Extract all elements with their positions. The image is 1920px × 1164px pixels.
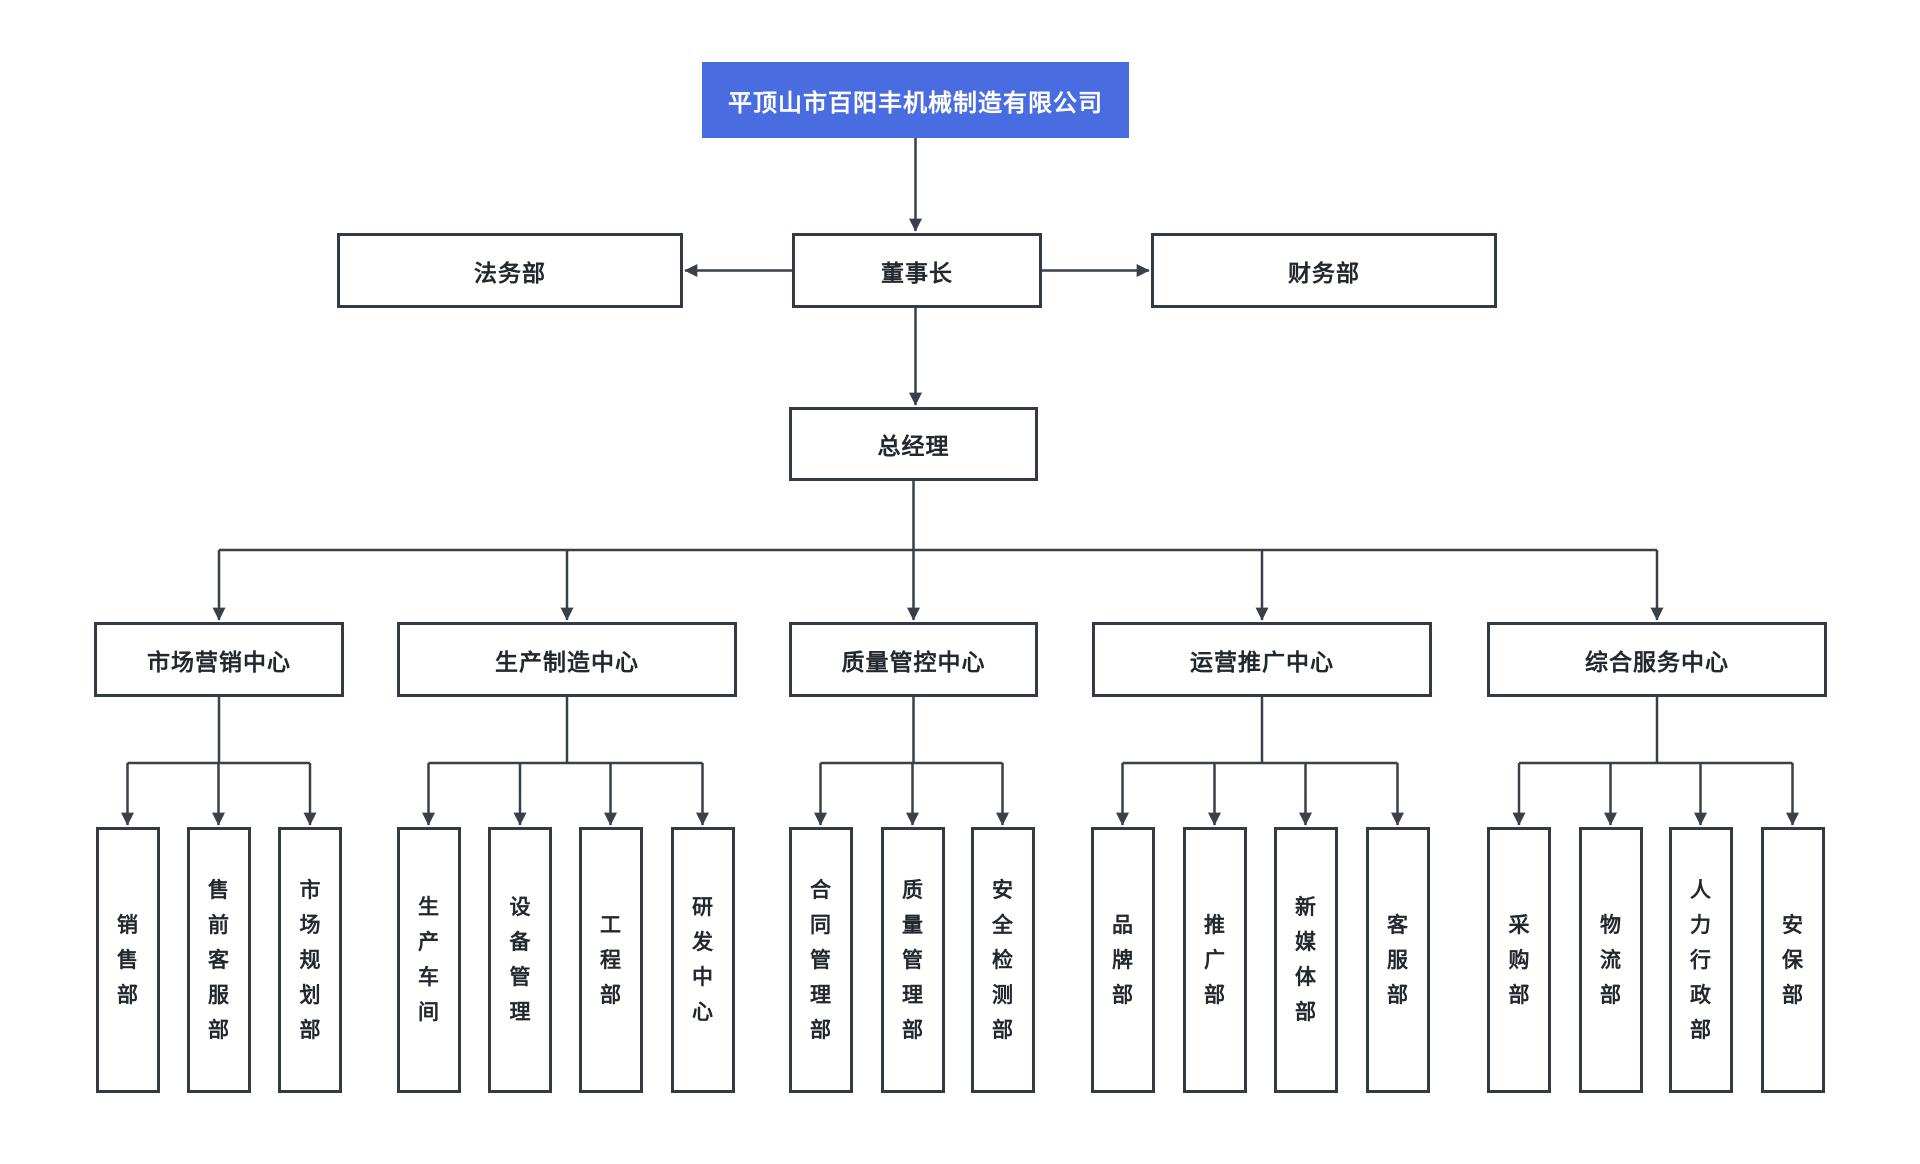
department-node-label: 安全检测部	[992, 878, 1013, 1042]
center-node-label: 市场营销中心	[147, 648, 291, 675]
chairman-node: 董事长	[792, 233, 1042, 308]
department-node: 客服部	[1365, 827, 1430, 1093]
department-node-label: 研发中心	[692, 896, 713, 1024]
department-node: 推广部	[1182, 827, 1247, 1093]
department-node: 物流部	[1578, 827, 1643, 1093]
general-manager-node: 总经理	[789, 407, 1038, 481]
chairman-label: 董事长	[881, 259, 953, 286]
department-node-label: 质量管理部	[902, 878, 923, 1042]
department-node: 质量管理部	[880, 827, 945, 1093]
department-node: 品牌部	[1090, 827, 1155, 1093]
center-node: 运营推广中心	[1092, 622, 1432, 697]
department-node: 安全检测部	[970, 827, 1035, 1093]
department-node-label: 采购部	[1508, 913, 1530, 1007]
department-node-label: 合同管理部	[810, 878, 831, 1042]
department-node-label: 售前客服部	[208, 878, 229, 1042]
legal-dept-node: 法务部	[337, 233, 683, 308]
department-node: 合同管理部	[788, 827, 853, 1093]
company-root-node: 平顶山市百阳丰机械制造有限公司	[702, 62, 1129, 138]
center-node-label: 生产制造中心	[495, 648, 639, 675]
department-node-label: 推广部	[1204, 913, 1225, 1007]
department-node: 采购部	[1487, 827, 1551, 1093]
finance-dept-label: 财务部	[1288, 259, 1360, 286]
center-node: 综合服务中心	[1487, 622, 1827, 697]
department-node-label: 工程部	[600, 913, 621, 1007]
center-node-label: 综合服务中心	[1585, 648, 1729, 675]
department-node-label: 客服部	[1387, 913, 1408, 1007]
department-node: 人力行政部	[1668, 827, 1733, 1093]
center-node-label: 质量管控中心	[841, 648, 986, 675]
legal-dept-label: 法务部	[474, 259, 546, 286]
general-manager-label: 总经理	[877, 433, 950, 459]
center-node: 市场营销中心	[94, 622, 344, 697]
center-node: 生产制造中心	[397, 622, 737, 697]
company-root-label: 平顶山市百阳丰机械制造有限公司	[728, 89, 1103, 117]
department-node: 市场规划部	[278, 827, 342, 1093]
department-node: 设备管理	[488, 827, 552, 1093]
department-node: 工程部	[578, 827, 643, 1093]
department-node-label: 物流部	[1600, 913, 1621, 1007]
finance-dept-node: 财务部	[1151, 233, 1497, 308]
department-node: 销售部	[95, 827, 160, 1093]
department-node-label: 市场规划部	[299, 878, 321, 1042]
department-node-label: 新媒体部	[1295, 896, 1316, 1024]
department-node-label: 设备管理	[509, 896, 531, 1024]
department-node: 生产车间	[396, 827, 461, 1093]
department-node-label: 人力行政部	[1690, 878, 1711, 1042]
department-node-label: 安保部	[1782, 913, 1803, 1007]
center-node-label: 运营推广中心	[1190, 648, 1334, 675]
department-node-label: 品牌部	[1112, 913, 1133, 1007]
center-node: 质量管控中心	[789, 622, 1038, 697]
department-node: 售前客服部	[186, 827, 251, 1093]
department-node-label: 生产车间	[418, 896, 439, 1024]
department-node: 研发中心	[670, 827, 735, 1093]
department-node-label: 销售部	[117, 913, 138, 1007]
department-node: 安保部	[1760, 827, 1825, 1093]
department-node: 新媒体部	[1273, 827, 1338, 1093]
